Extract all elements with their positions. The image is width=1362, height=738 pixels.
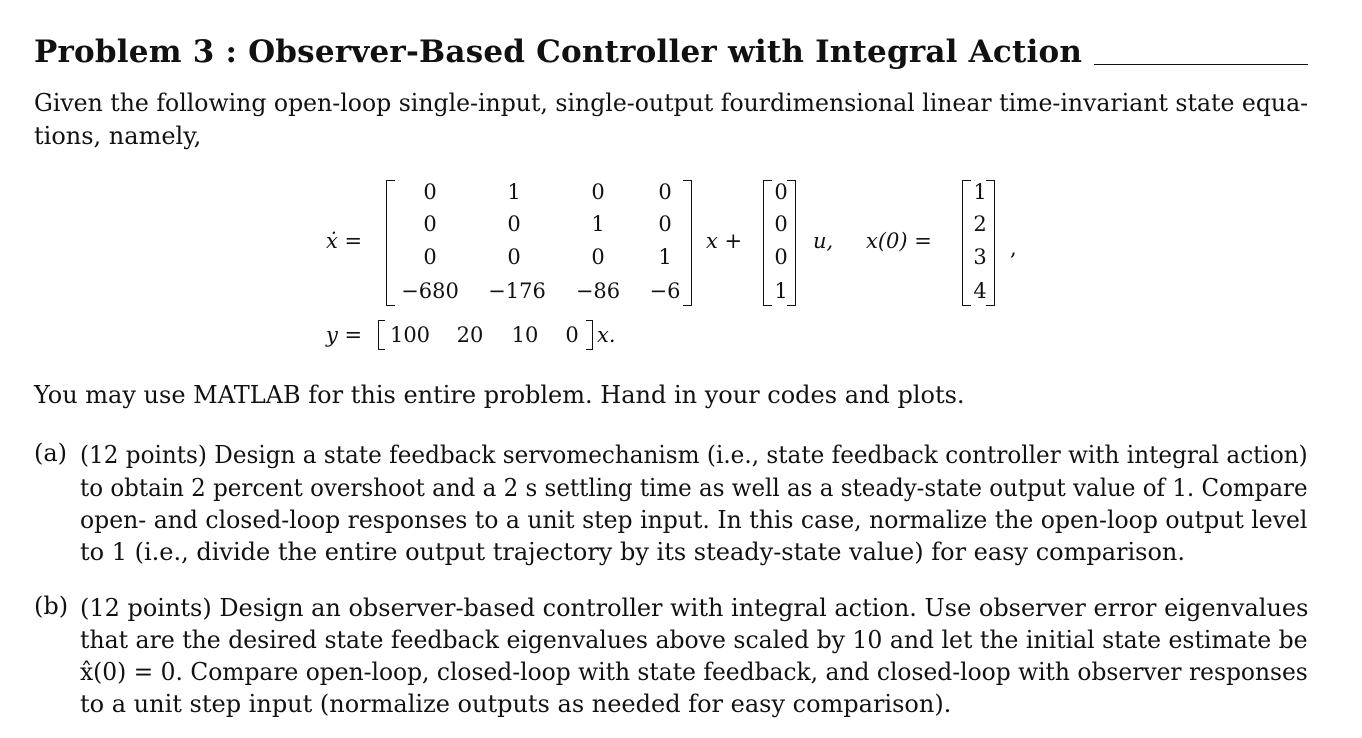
part-b-line: to a unit step input (normalize outputs … (80, 690, 952, 718)
part-a-label: (a) (34, 439, 68, 467)
title-rule (1094, 64, 1308, 65)
matrix-a-right-bracket (683, 180, 692, 306)
part-b-label: (b) (34, 592, 69, 620)
matrix-a-cell: 0 (423, 245, 437, 269)
vector-c-cell: 100 (389, 323, 431, 347)
matrix-a-cell: −86 (575, 279, 621, 303)
vector-b-cell: 0 (774, 245, 788, 269)
vector-c-right-bracket (586, 320, 593, 350)
intro-line-1: Given the following open-loop single-inp… (34, 89, 1309, 117)
vector-x0-cell: 4 (973, 279, 987, 303)
matrix-a-cell: −680 (401, 279, 459, 303)
part-b-line: that are the desired state feedback eige… (80, 626, 1308, 654)
vector-c-cell: 20 (456, 323, 484, 347)
matrix-a-cell: 0 (507, 212, 521, 236)
matrix-a-cell: 1 (658, 245, 672, 269)
intro-line-2: tions, namely, (34, 122, 202, 150)
vector-x0-cell: 3 (973, 245, 987, 269)
vector-b-right-bracket (787, 180, 796, 306)
part-b-line: x̂(0) = 0. Compare open-loop, closed-loo… (80, 658, 1308, 686)
x0-lhs: x(0) = (866, 229, 932, 253)
vector-x0-left-bracket (962, 180, 971, 306)
xdot-lhs: ẋ = (326, 229, 363, 253)
x-plus: x + (706, 229, 743, 253)
matrix-a-cell: 0 (591, 245, 605, 269)
part-a-line: open- and closed-loop responses to a uni… (80, 506, 1308, 534)
part-b-line: (12 points) Design an observer-based con… (80, 594, 1309, 622)
problem-title: Problem 3 : Observer-Based Controller wi… (34, 34, 1083, 70)
matrix-a-cell: 0 (591, 180, 605, 204)
matrix-a-cell: 0 (423, 180, 437, 204)
matrix-a-cell: 1 (507, 180, 521, 204)
vector-b-cell: 1 (774, 279, 788, 303)
matrix-a-cell: 0 (507, 245, 521, 269)
matrix-a-cell: −6 (649, 279, 681, 303)
matrix-a-left-bracket (386, 180, 395, 306)
part-a-line: to 1 (i.e., divide the entire output tra… (80, 538, 1186, 566)
y-rhs: x. (597, 323, 616, 347)
vector-b-cell: 0 (774, 212, 788, 236)
part-a-line: to obtain 2 percent overshoot and a 2 s … (80, 474, 1308, 502)
vector-c-cell: 10 (511, 323, 539, 347)
matrix-a-cell: 1 (591, 212, 605, 236)
matrix-a-cell: 0 (658, 180, 672, 204)
matrix-a-cell: 0 (423, 212, 437, 236)
part-a-line: (12 points) Design a state feedback serv… (80, 441, 1308, 469)
u-comma: u, (813, 229, 834, 253)
matrix-a-cell: 0 (658, 212, 672, 236)
vector-b-left-bracket (763, 180, 772, 306)
y-lhs: y = (326, 323, 363, 347)
vector-x0-cell: 2 (973, 212, 987, 236)
trailing-comma: , (1010, 236, 1017, 260)
vector-x0-cell: 1 (973, 180, 987, 204)
matlab-note: You may use MATLAB for this entire probl… (34, 381, 965, 409)
matrix-a-cell: −176 (488, 279, 546, 303)
vector-c-left-bracket (378, 320, 385, 350)
vector-x0-right-bracket (986, 180, 995, 306)
vector-b-cell: 0 (774, 180, 788, 204)
vector-c-cell: 0 (565, 323, 579, 347)
